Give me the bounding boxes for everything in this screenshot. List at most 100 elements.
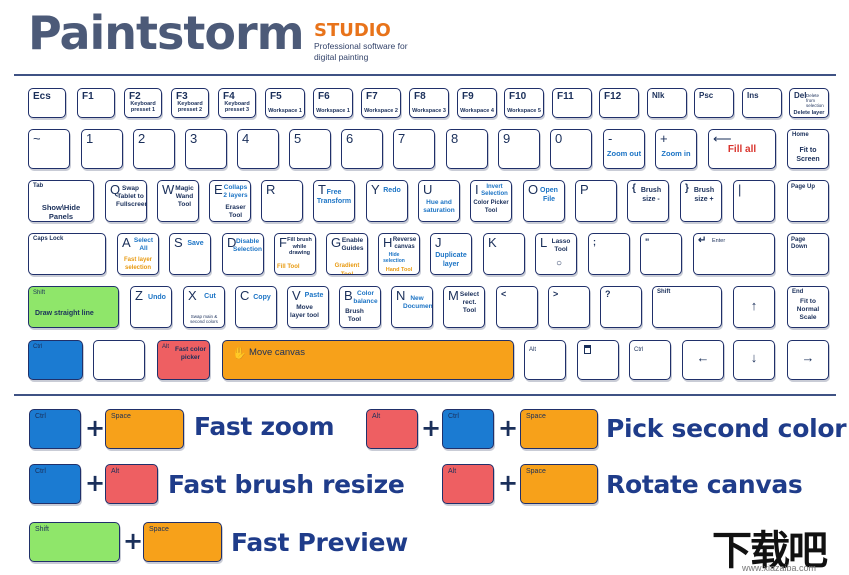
key-label: F8 <box>414 91 426 102</box>
key-plus[interactable]: +Zoom in <box>655 129 697 169</box>
key-label: Space <box>149 526 169 533</box>
key-tilde[interactable]: ~ <box>28 129 70 169</box>
key-label: + <box>660 131 668 146</box>
key-alt-right[interactable]: Alt <box>524 340 566 380</box>
key-arrow-right[interactable]: → <box>787 340 829 380</box>
key-enter[interactable]: ↵Enter <box>693 233 775 275</box>
enter-arrow-icon: ↵ <box>698 235 707 246</box>
key-pagedown[interactable]: Page Down <box>787 233 829 275</box>
key-greaterthan[interactable]: > <box>548 286 590 328</box>
key-pipe[interactable]: | <box>733 180 775 222</box>
key-6[interactable]: 6 <box>341 129 383 169</box>
key-2[interactable]: 2 <box>133 129 175 169</box>
key-label: Space <box>111 413 131 420</box>
key-ctrl-right[interactable]: Ctrl <box>629 340 671 380</box>
key-quote[interactable]: " <box>640 233 682 275</box>
key-7[interactable]: 7 <box>393 129 435 169</box>
key-label: Psc <box>699 91 714 100</box>
shortcut-fast-brush-resize: Fast brush resize <box>168 470 405 499</box>
key-label: I <box>475 182 479 197</box>
key-p[interactable]: P <box>575 180 617 222</box>
key-9[interactable]: 9 <box>498 129 540 169</box>
key-f12[interactable]: F12 <box>599 88 639 118</box>
key-arrow-left[interactable]: ← <box>682 340 724 380</box>
key-nlk[interactable]: Nlk <box>647 88 687 118</box>
key-8[interactable]: 8 <box>446 129 488 169</box>
key-function: Keyboard presset 1 <box>130 101 156 113</box>
key-capslock[interactable]: Caps Lock <box>28 233 106 275</box>
key-lbracket[interactable]: {Brush size - <box>627 180 669 222</box>
arrow-up-icon: ↑ <box>750 298 758 313</box>
key-0[interactable]: 0 <box>550 129 592 169</box>
key-label: K <box>488 235 497 250</box>
key-pageup[interactable]: Page Up <box>787 180 829 222</box>
key-esc[interactable]: Ecs <box>28 88 66 118</box>
key-label: B <box>344 288 353 303</box>
key-k[interactable]: K <box>483 233 525 275</box>
key-shift-right[interactable]: Shift <box>652 286 722 328</box>
key-f11[interactable]: F11 <box>552 88 592 118</box>
key-ctrl-left[interactable]: Ctrl <box>28 340 83 380</box>
combo-key-ctrl: Ctrl <box>29 409 81 449</box>
key-minus[interactable]: -Zoom out <box>603 129 645 169</box>
key-r[interactable]: R <box>261 180 303 222</box>
key-label: F10 <box>509 91 527 102</box>
key-lessthan[interactable]: < <box>496 286 538 328</box>
key-psc[interactable]: Psc <box>694 88 734 118</box>
key-f1[interactable]: F1 <box>77 88 115 118</box>
key-win[interactable] <box>93 340 145 380</box>
key-arrow-down[interactable]: ↓ <box>733 340 775 380</box>
key-arrow-up[interactable]: ↑ <box>733 286 775 328</box>
key-menu[interactable] <box>577 340 619 380</box>
key-question[interactable]: ? <box>600 286 642 328</box>
key-ins[interactable]: Ins <box>742 88 782 118</box>
key-4[interactable]: 4 <box>237 129 279 169</box>
key-label: Ctrl <box>33 344 43 350</box>
key-1[interactable]: 1 <box>81 129 123 169</box>
key-del[interactable]: Del Delete from selection Delete layer <box>789 88 829 118</box>
key-rbracket[interactable]: }Brush size + <box>680 180 722 222</box>
key-semicolon[interactable]: ; <box>588 233 630 275</box>
key-5[interactable]: 5 <box>289 129 331 169</box>
key-3[interactable]: 3 <box>185 129 227 169</box>
key-backspace[interactable]: ⟵Fill all <box>708 129 776 169</box>
key-space[interactable]: ✋Move canvas <box>222 340 514 380</box>
